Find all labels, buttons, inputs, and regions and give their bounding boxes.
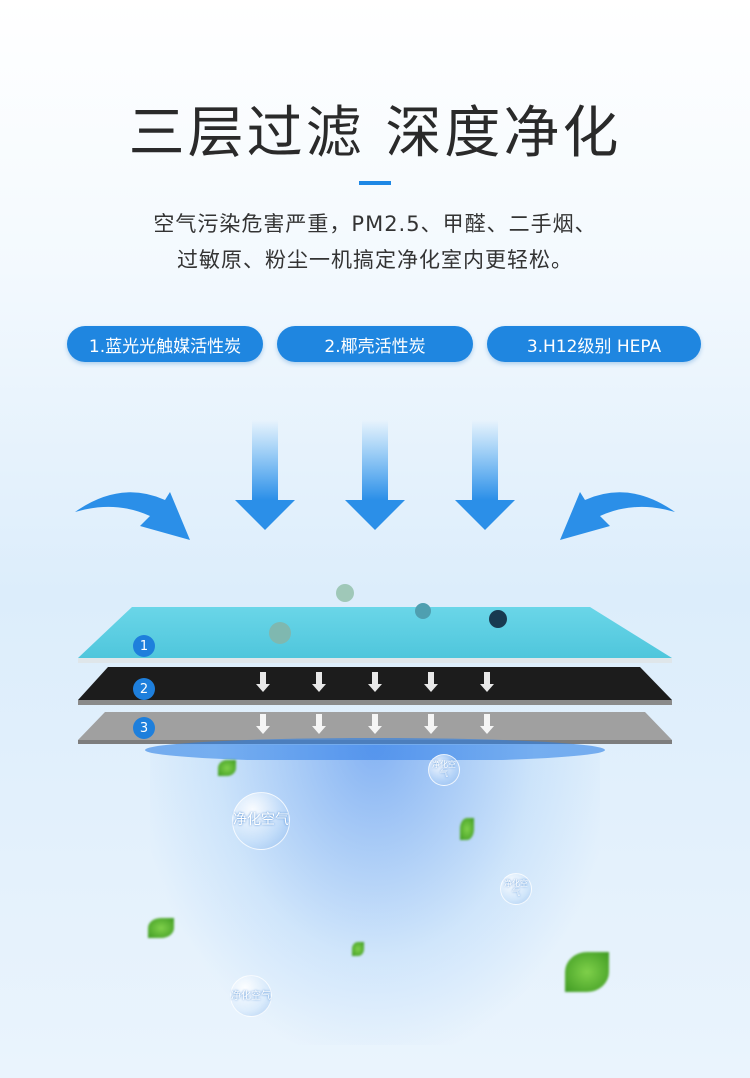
curved-arrow-right-icon (560, 492, 675, 540)
clean-airflow (150, 745, 600, 1045)
clean-air-bubble: 净化空气 (428, 754, 460, 786)
pollutant-particle (415, 603, 431, 619)
clean-air-bubble: 净化空气 (232, 792, 290, 850)
down-arrow-icon (345, 420, 405, 530)
leaf-icon (218, 760, 236, 776)
pollutant-particle (269, 622, 291, 644)
down-arrow-icon (455, 420, 515, 530)
pollutant-particle (336, 584, 354, 602)
layer-pill-2: 2.椰壳活性炭 (277, 326, 473, 362)
layer-pill-3: 3.H12级别 HEPA (487, 326, 701, 362)
subtitle-line-1: 空气污染危害严重，PM2.5、甲醛、二手烟、 (153, 212, 597, 236)
title-divider (359, 181, 391, 185)
leaf-icon (148, 918, 174, 938)
layer-number-2: 2 (133, 678, 155, 700)
leaf-icon (352, 942, 364, 956)
pollutant-particle (489, 610, 507, 628)
clean-air-bubble: 净化空气 (230, 975, 272, 1017)
filter-diagram (75, 420, 675, 760)
subtitle-line-2: 过敏原、粉尘一机搞定净化室内更轻松。 (177, 248, 573, 272)
layer-pill-1: 1.蓝光光触媒活性炭 (67, 326, 263, 362)
curved-arrow-left-icon (75, 492, 190, 540)
filter-layer-1 (78, 607, 672, 658)
leaf-icon (460, 818, 474, 840)
layer-number-1: 1 (133, 635, 155, 657)
page-title: 三层过滤 深度净化 (128, 101, 622, 166)
layer-number-3: 3 (133, 717, 155, 739)
clean-air-bubble: 净化空气 (500, 873, 532, 905)
down-arrow-icon (235, 420, 295, 530)
leaf-icon (565, 952, 609, 992)
